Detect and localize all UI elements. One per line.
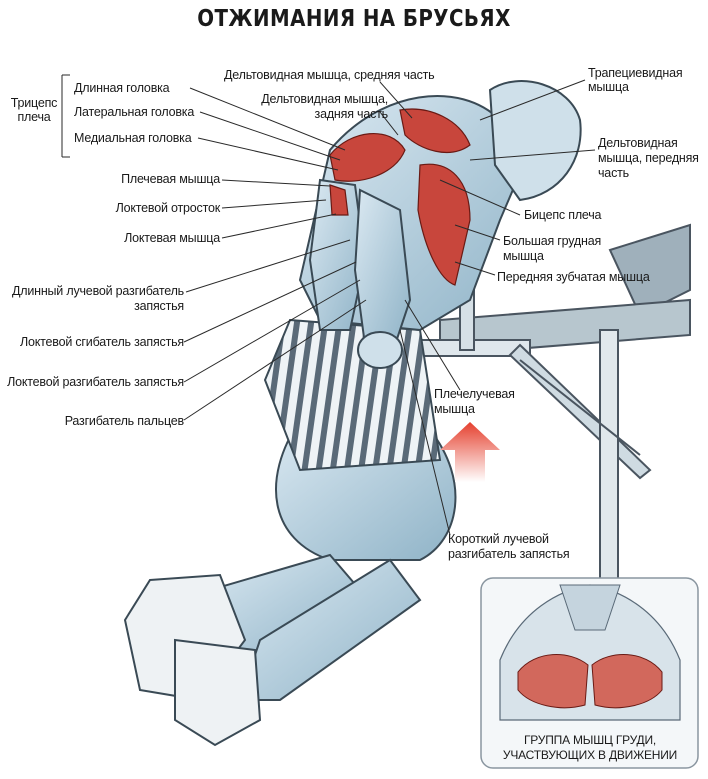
dip-station (299, 223, 691, 591)
label-ext-carpi-ulnaris: Локтевой разгибатель запястья (7, 375, 184, 389)
shorts (263, 318, 442, 472)
torso (298, 80, 582, 369)
label-deltoid-front: Дельтовидная мышца, передняя часть (598, 136, 699, 180)
legs (123, 418, 457, 747)
label-brachialis: Плечевая мышца (121, 172, 220, 186)
label-anconeus: Локтевая мышца (124, 231, 220, 245)
label-brachioradialis: Плечелучевая мышца (434, 387, 515, 416)
chest-inset (480, 577, 699, 769)
label-deltoid-middle: Дельтовидная мышца, средняя часть (224, 68, 435, 82)
page-title: ОТЖИМАНИЯ НА БРУСЬЯХ (197, 6, 511, 32)
label-ext-carpi-radialis-longus: Длинный лучевой разгибатель запястья (11, 284, 184, 313)
inset-caption: ГРУППА МЫШЦ ГРУДИ, УЧАСТВУЮЩИХ В ДВИЖЕНИ… (502, 733, 678, 762)
label-biceps: Бицепс плеча (524, 208, 602, 222)
label-deltoid-rear: Дельтовидная мышца, задняя часть (261, 92, 388, 121)
label-olecranon: Локтевой отросток (115, 201, 221, 215)
label-lateral-head: Латеральная головка (74, 105, 195, 119)
label-flexor-carpi-ulnaris: Локтевой сгибатель запястья (19, 335, 184, 349)
label-pec-major: Большая грудная мышца (503, 234, 602, 263)
label-ext-digitorum: Разгибатель пальцев (64, 414, 184, 428)
leader-lines (61, 74, 596, 536)
active-muscles (329, 108, 471, 286)
label-trapezius: Трапециевидная мышца (588, 66, 683, 94)
label-medial-head: Медиальная головка (74, 131, 192, 145)
label-ext-carpi-radialis-brevis: Короткий лучевой разгибатель запястья (448, 532, 570, 561)
triceps-group-label: Трицепс плеча (10, 96, 58, 124)
label-long-head: Длинная головка (74, 81, 170, 95)
label-serratus: Передняя зубчатая мышца (497, 270, 650, 284)
movement-arrow (440, 422, 500, 482)
